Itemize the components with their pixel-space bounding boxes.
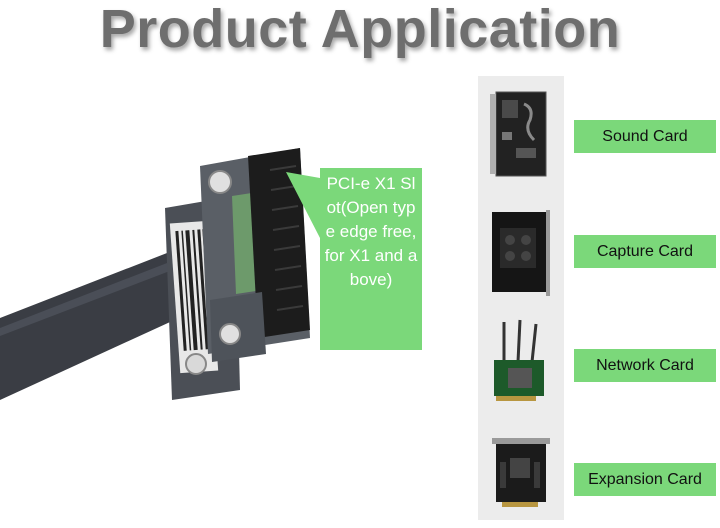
expansion-card-image (492, 438, 550, 507)
label-network-card: Network Card (574, 349, 716, 382)
label-expansion-card: Expansion Card (574, 463, 716, 496)
callout-box: PCI-e X1 Slot(Open type edge free, for X… (320, 168, 422, 350)
sound-card-image (490, 91, 547, 177)
ribbon-cable (0, 246, 205, 400)
capture-card-image (492, 210, 550, 296)
riser-cable-image (0, 148, 310, 400)
pcie-slot (248, 148, 310, 338)
label-sound-card: Sound Card (574, 120, 716, 153)
network-card-image (494, 319, 544, 401)
callout-pointer (286, 172, 320, 238)
page-title: Product Application (99, 0, 621, 59)
label-capture-card: Capture Card (574, 235, 716, 268)
